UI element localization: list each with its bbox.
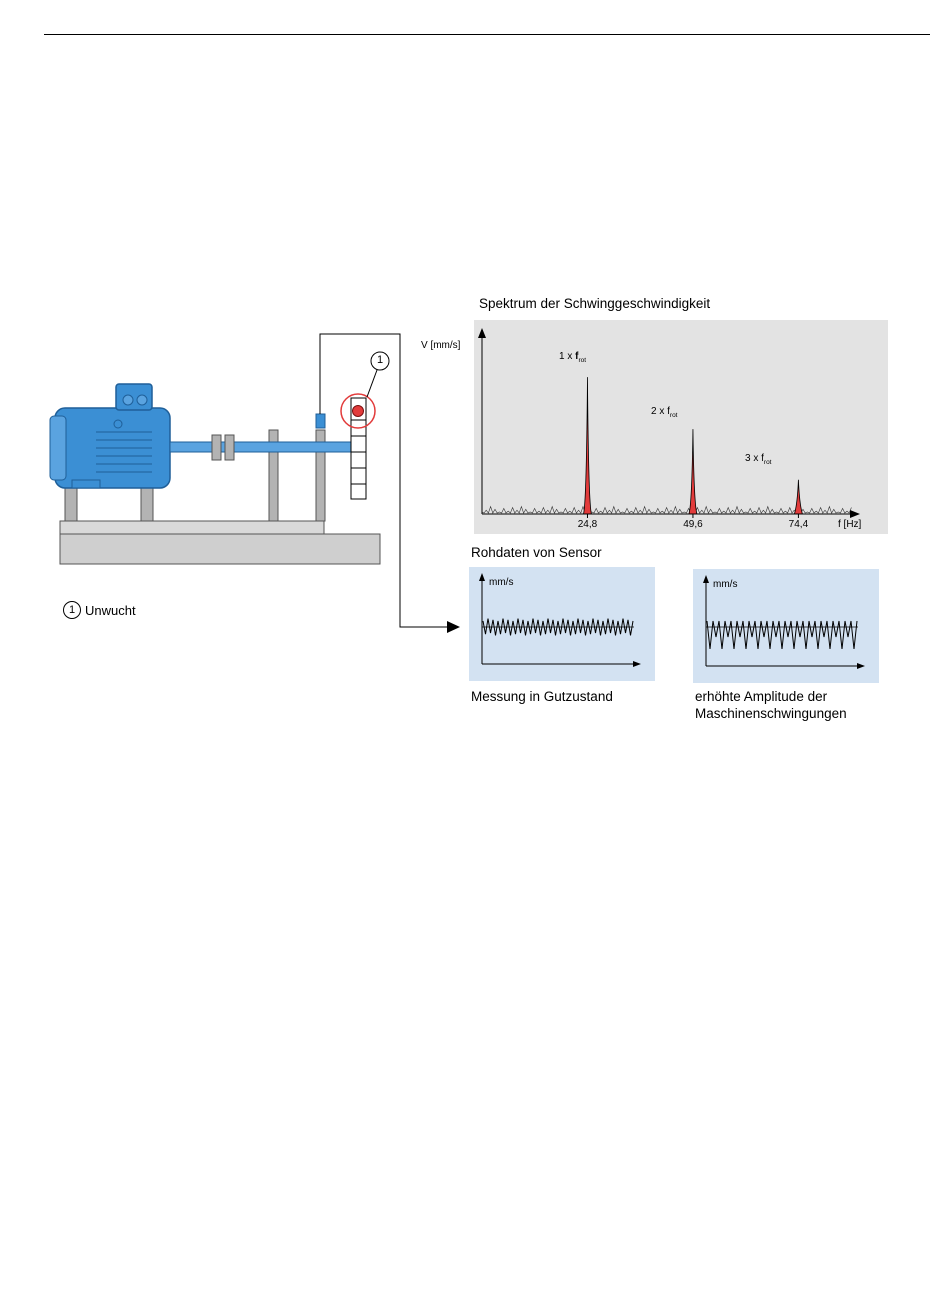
rawdata-right-ylabel: mm/s	[713, 579, 737, 590]
rawdata-right-caption-line1: erhöhte Amplitude der	[695, 689, 827, 704]
rawdata-left-ylabel: mm/s	[489, 577, 513, 588]
rawdata-left-caption: Messung in Gutzustand	[471, 689, 613, 704]
rawdata-right-caption-line2: Maschinenschwingungen	[695, 706, 847, 721]
